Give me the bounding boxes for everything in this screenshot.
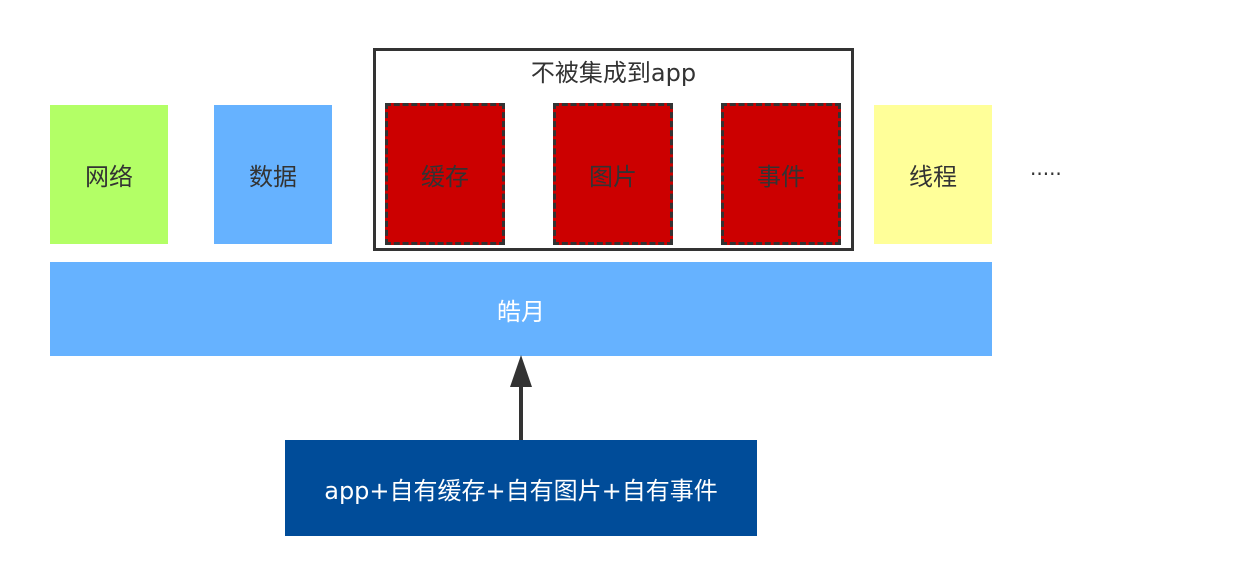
- module-event: 事件: [721, 103, 841, 245]
- module-event-label: 事件: [757, 162, 805, 191]
- module-image: 图片: [553, 103, 673, 245]
- module-thread: 线程: [874, 105, 992, 244]
- app-box: app+自有缓存+自有图片+自有事件: [285, 440, 757, 536]
- platform-bar: 皓月: [50, 262, 992, 356]
- module-image-label: 图片: [589, 162, 637, 191]
- module-thread-label: 线程: [909, 163, 957, 191]
- excluded-group-title: 不被集成到app: [530, 59, 697, 87]
- module-network: 网络: [50, 105, 168, 244]
- platform-label: 皓月: [497, 297, 545, 326]
- arrow-head: [510, 355, 532, 387]
- more-ellipsis: ·····: [1030, 162, 1062, 186]
- module-cache-label: 缓存: [421, 162, 469, 191]
- module-data: 数据: [214, 105, 332, 244]
- module-cache: 缓存: [385, 103, 505, 245]
- module-network-label: 网络: [85, 163, 133, 191]
- app-box-label: app+自有缓存+自有图片+自有事件: [324, 476, 718, 505]
- module-data-label: 数据: [249, 163, 297, 191]
